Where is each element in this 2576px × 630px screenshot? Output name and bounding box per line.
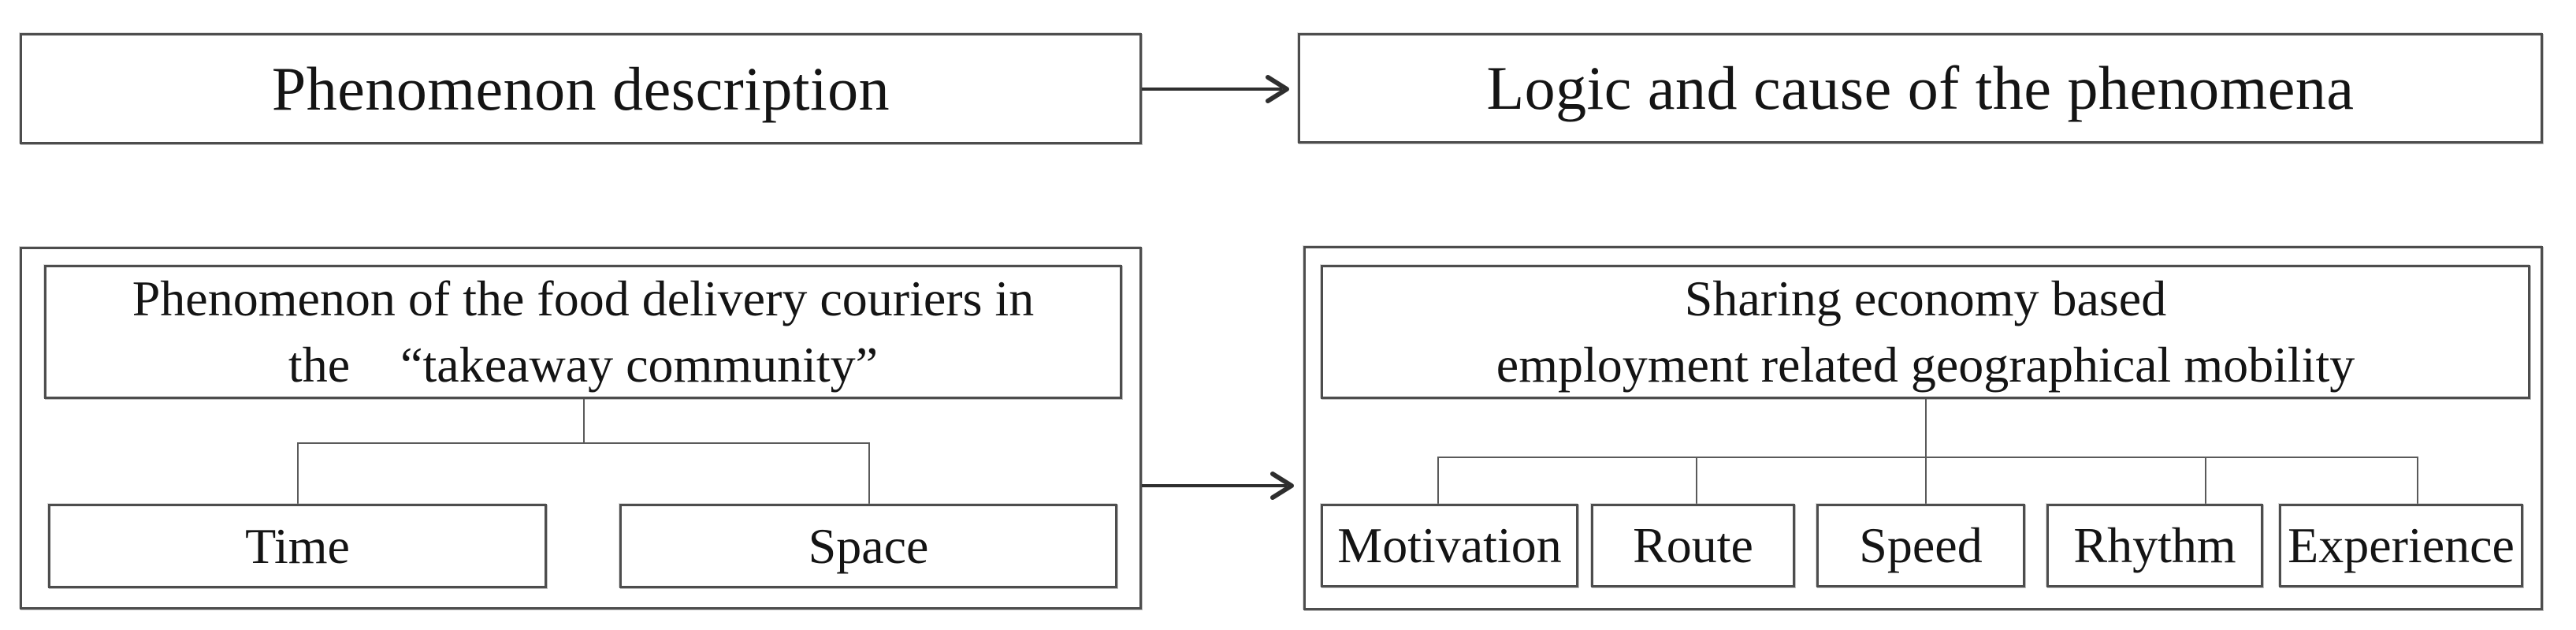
node-rhythm: Rhythm xyxy=(2046,504,2263,587)
left-panel: Phenomenon of the food delivery couriers… xyxy=(20,247,1142,609)
node-space-label: Space xyxy=(808,517,929,574)
right-panel: Sharing economy based employment related… xyxy=(1303,246,2543,610)
node-time-label: Time xyxy=(245,517,350,574)
arrow-head-icon xyxy=(1266,75,1289,103)
node-experience-label: Experience xyxy=(2288,517,2515,573)
arrow-head-icon xyxy=(1270,472,1294,500)
node-motivation: Motivation xyxy=(1321,504,1578,587)
logic-cause-box: Logic and cause of the phenomena xyxy=(1298,33,2543,144)
right-connector-stem xyxy=(1925,399,1927,504)
right-connector-drop-rhythm xyxy=(2205,457,2206,504)
left-connector-stem xyxy=(583,399,585,443)
node-rhythm-label: Rhythm xyxy=(2073,517,2236,573)
right-panel-title-line2: employment related geographical mobility xyxy=(1496,337,2355,393)
node-speed-label: Speed xyxy=(1859,517,1983,573)
left-connector-drop-space xyxy=(868,442,870,505)
phenomenon-description-box: Phenomenon description xyxy=(20,33,1142,144)
node-time: Time xyxy=(48,504,547,588)
left-panel-title-line2: the “takeaway community” xyxy=(288,337,879,393)
node-route-label: Route xyxy=(1633,517,1753,573)
flow-arrow-bottom xyxy=(1142,472,1294,500)
left-panel-title-box: Phenomenon of the food delivery couriers… xyxy=(44,265,1122,399)
node-experience: Experience xyxy=(2279,504,2523,587)
right-connector-drop-motivation xyxy=(1437,457,1439,504)
node-route: Route xyxy=(1591,504,1795,587)
phenomenon-description-label: Phenomenon description xyxy=(271,54,890,123)
logic-cause-label: Logic and cause of the phenomena xyxy=(1486,54,2355,122)
node-speed: Speed xyxy=(1816,504,2025,587)
left-panel-title-line1: Phenomenon of the food delivery couriers… xyxy=(132,270,1035,326)
right-panel-title-line1: Sharing economy based xyxy=(1684,270,2167,326)
right-connector-crossbar xyxy=(1437,457,2418,458)
left-connector-drop-time xyxy=(297,442,299,505)
flow-arrow-top xyxy=(1142,75,1289,103)
right-connector-drop-route xyxy=(1696,457,1697,504)
right-connector-drop-experience xyxy=(2417,457,2418,504)
node-space: Space xyxy=(619,504,1117,588)
left-connector-crossbar xyxy=(297,442,870,444)
node-motivation-label: Motivation xyxy=(1337,517,1562,573)
right-panel-title-box: Sharing economy based employment related… xyxy=(1321,265,2530,399)
